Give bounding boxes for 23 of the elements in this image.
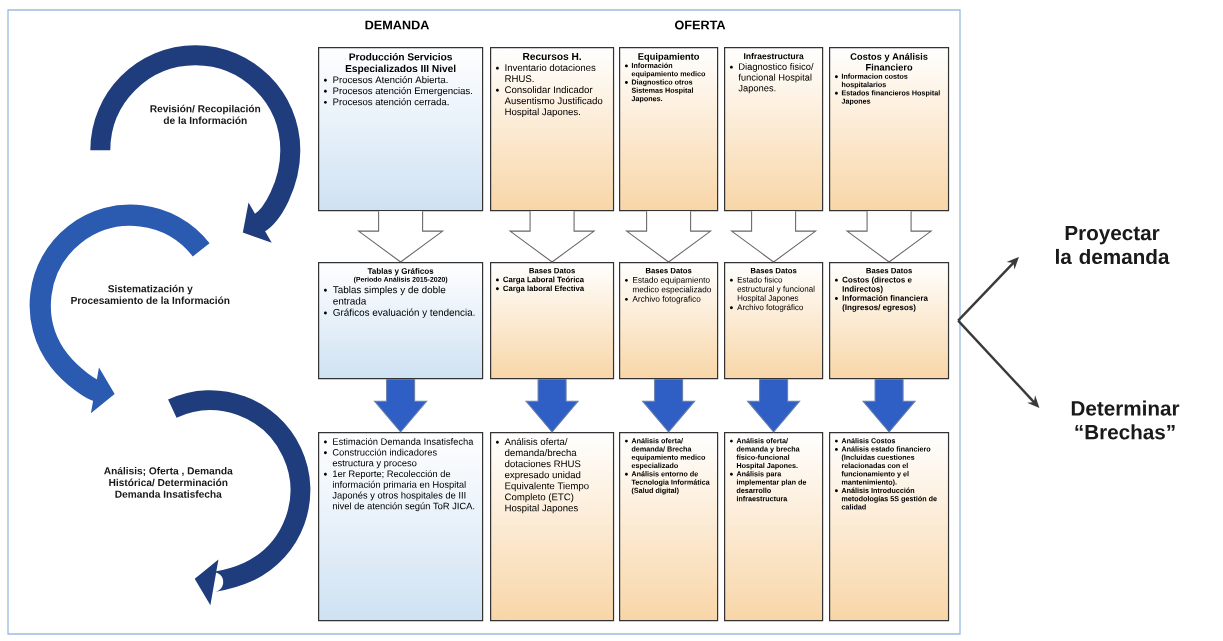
block-arrow	[524, 378, 580, 433]
arrow	[957, 257, 1019, 322]
column-header: DEMANDA	[365, 20, 430, 30]
block-arrow	[746, 378, 801, 433]
step-label: Revisión/ Recopilación de la Información	[150, 104, 261, 124]
block-arrow	[373, 378, 428, 433]
step-label: Análisis; Oferta , Demanda Histórica/ Determinación Demanda Insatisfecha	[104, 466, 233, 498]
block-arrow	[641, 378, 696, 433]
process-box: Infraestructura Diagnostico fisico/ funcional Hospital Japones.	[724, 47, 824, 212]
block-arrow	[729, 210, 818, 263]
outcome-label: Proyectar la demanda	[1056, 225, 1170, 265]
process-box: Estimación Demanda Insatisfecha Construcción indicadores estructura y proceso 1er Reporte; Recolección de información primaria en Hospital Japonés y otros hospitales de III nivel de atención según ToR JICA.	[318, 432, 484, 622]
block-arrow	[356, 210, 445, 263]
process-box: Análisis oferta/ demanda/brecha dotaciones RHUS expresado unidad Equivalente Tiempo Completo (ETC) Hospital Japones	[490, 432, 615, 622]
block-arrow	[845, 210, 933, 263]
column-header: OFERTA	[674, 20, 726, 30]
outcome-label: Determinar “Brechas”	[1071, 400, 1180, 440]
process-box: Recursos H. Inventario dotaciones RHUS. Consolidar Indicador Ausentismo Justificado Hospital Japones.	[490, 47, 615, 212]
block-arrow	[861, 378, 917, 433]
process-box: Producción Servicios Especializados III Nivel Procesos Atención Abierta. Procesos atención Emergencias. Procesos atención cerrada.	[318, 47, 484, 212]
block-arrow	[508, 210, 596, 263]
block-arrow	[624, 210, 713, 263]
step-label: Sistematización y Procesamiento de la Información	[71, 284, 230, 304]
